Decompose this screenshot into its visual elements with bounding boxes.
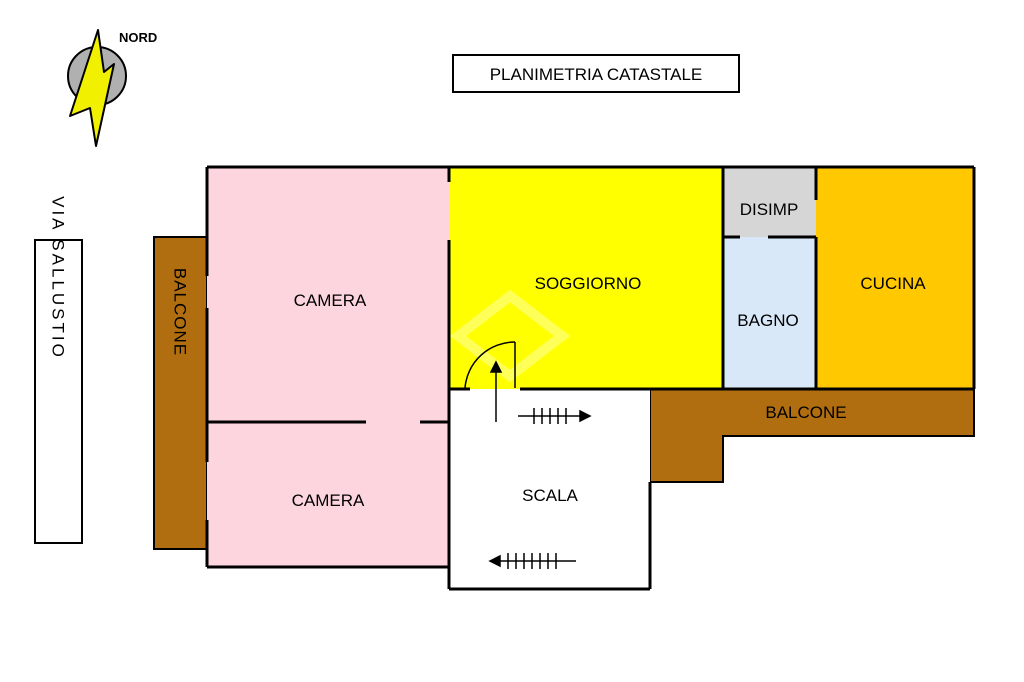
- stair-arrow-left: [488, 553, 576, 569]
- room-label-balcone-west: BALCONE: [171, 268, 190, 356]
- compass-north-label: NORD: [119, 30, 157, 45]
- room-label-disimp: DISIMP: [740, 200, 799, 219]
- title-frame: [452, 54, 740, 93]
- disimp-area: [723, 167, 816, 237]
- stair-arrow-up: [489, 360, 503, 422]
- stair-arrow-right: [518, 408, 592, 424]
- room-label-balcone-south: BALCONE: [765, 403, 846, 422]
- room-label-scala: SCALA: [522, 486, 578, 505]
- door-swing: [464, 341, 516, 389]
- compass-arrow: [69, 29, 115, 147]
- street-box: VIA SALLUSTIO: [34, 196, 83, 544]
- street-label: VIA SALLUSTIO: [49, 196, 68, 360]
- title-box: PLANIMETRIA CATASTALE: [452, 54, 740, 93]
- room-label-camera-top: CAMERA: [294, 291, 367, 310]
- room-label-camera-bottom: CAMERA: [292, 491, 365, 510]
- compass: NORD: [67, 29, 157, 147]
- bagno-area: [723, 237, 816, 389]
- room-label-bagno: BAGNO: [737, 311, 798, 330]
- page-title: PLANIMETRIA CATASTALE: [490, 65, 703, 84]
- walls: [205, 165, 976, 591]
- watermark-logo: [449, 289, 571, 383]
- room-label-cucina: CUCINA: [860, 274, 926, 293]
- room-label-soggiorno: SOGGIORNO: [535, 274, 642, 293]
- cucina-area: [816, 167, 974, 389]
- street-frame: [34, 239, 83, 544]
- camera-bottom-area: [207, 422, 449, 567]
- camera-top-area: [207, 167, 449, 422]
- soggiorno-area: [449, 167, 723, 389]
